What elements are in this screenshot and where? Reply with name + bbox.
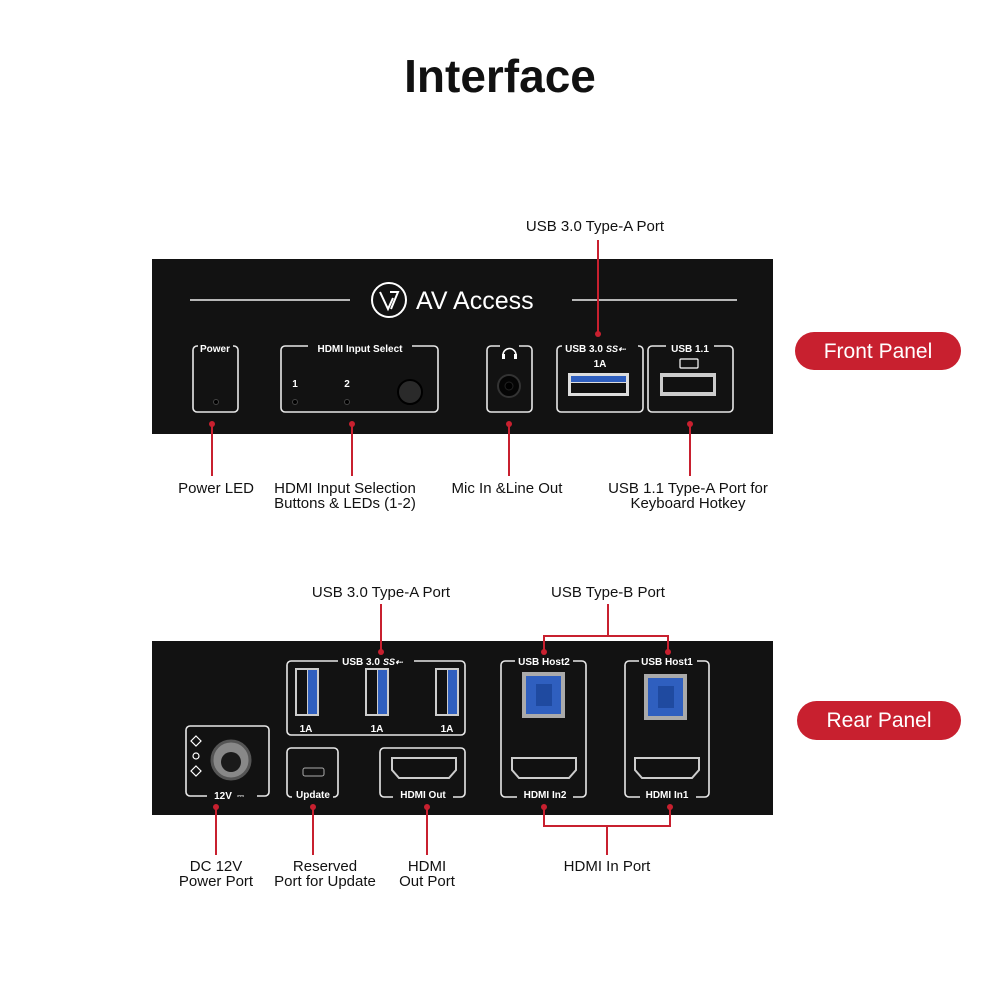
callout-hdmi-out-2: Out Port	[399, 873, 456, 890]
current-label: 1A	[300, 724, 313, 735]
micro-usb-port	[302, 767, 325, 777]
rear-usb30-port-1	[295, 668, 319, 716]
hdmi-in1-label: HDMI In1	[646, 790, 689, 801]
led1-label: 1	[292, 379, 298, 390]
hdmi-out-label: HDMI Out	[400, 790, 446, 801]
rear-panel-body	[152, 641, 773, 815]
keyboard-icon	[679, 358, 699, 369]
brand-name: AV Access	[416, 287, 534, 315]
rear-usb30-port-3	[435, 668, 459, 716]
led2-label: 2	[344, 379, 350, 390]
front-panel-badge: Front Panel	[795, 332, 961, 370]
dc-symbol-icon: ⎓	[237, 791, 244, 801]
current-label: 1A	[441, 724, 454, 735]
svg-text:Rear Panel: Rear Panel	[826, 709, 931, 732]
callout-hdmi-out-1: HDMI	[408, 858, 446, 875]
rear-panel: USB 3.0 SS⇠ 1A 1A 1A 12V ⎓ Update HDMI O…	[152, 641, 773, 815]
page-title: Interface	[404, 50, 596, 102]
current-label: 1A	[371, 724, 384, 735]
hdmi-in2-label: HDMI In2	[524, 790, 567, 801]
power-label: Power	[200, 344, 230, 355]
callout-hdmi-select-2: Buttons & LEDs (1-2)	[274, 495, 416, 512]
led-2	[344, 399, 350, 405]
hdmi-in1-port	[634, 757, 700, 779]
superspeed-icon: SS⇠	[606, 344, 627, 354]
usb-b-port-host2	[522, 672, 565, 718]
callout-dc-2: Power Port	[179, 873, 254, 890]
callout-update-2: Port for Update	[274, 873, 376, 890]
polarity-icon	[190, 735, 202, 777]
callout-dc-1: DC 12V	[190, 858, 243, 875]
front-panel: AV Access Power HDMI Input Select 1 2 US…	[152, 259, 773, 434]
callout-usb11-2: Keyboard Hotkey	[630, 495, 746, 512]
callout-hdmi-select-1: HDMI Input Selection	[274, 480, 416, 497]
usb30-label: USB 3.0	[565, 344, 603, 355]
hdmi-out-port	[391, 757, 457, 779]
callout-usb11-1: USB 1.1 Type-A Port for	[608, 480, 768, 497]
rear-panel-badge: Rear Panel	[797, 701, 961, 740]
callout-mic: Mic In &Line Out	[452, 480, 564, 497]
usb-host2-label: USB Host2	[518, 657, 570, 668]
usb-host1-label: USB Host1	[641, 657, 693, 668]
svg-text:Front Panel: Front Panel	[824, 340, 933, 363]
usb30-current: 1A	[594, 359, 607, 370]
brand-logo-icon	[371, 282, 407, 318]
usb-b-port-host1	[644, 674, 687, 720]
callout-rear-usb30: USB 3.0 Type-A Port	[312, 584, 451, 601]
rear-usb30-port-2	[365, 668, 389, 716]
led-1	[292, 399, 298, 405]
callout-usb-b: USB Type-B Port	[551, 584, 666, 601]
hdmi-in2-port	[511, 757, 577, 779]
superspeed-icon: SS⇠	[383, 657, 404, 667]
hdmi-select-label: HDMI Input Select	[317, 344, 403, 355]
power-led	[213, 399, 219, 405]
callout-power-led: Power LED	[178, 480, 254, 497]
callout-front-usb30: USB 3.0 Type-A Port	[526, 218, 665, 235]
dc-power-label: 12V	[214, 791, 232, 802]
headset-icon	[500, 343, 519, 359]
callout-update-1: Reserved	[293, 858, 357, 875]
rear-usb30-label: USB 3.0	[342, 657, 380, 668]
input-select-button[interactable]	[397, 379, 423, 405]
callout-hdmi-in: HDMI In Port	[564, 858, 652, 875]
usb11-label: USB 1.1	[671, 344, 709, 355]
update-label: Update	[296, 790, 330, 801]
